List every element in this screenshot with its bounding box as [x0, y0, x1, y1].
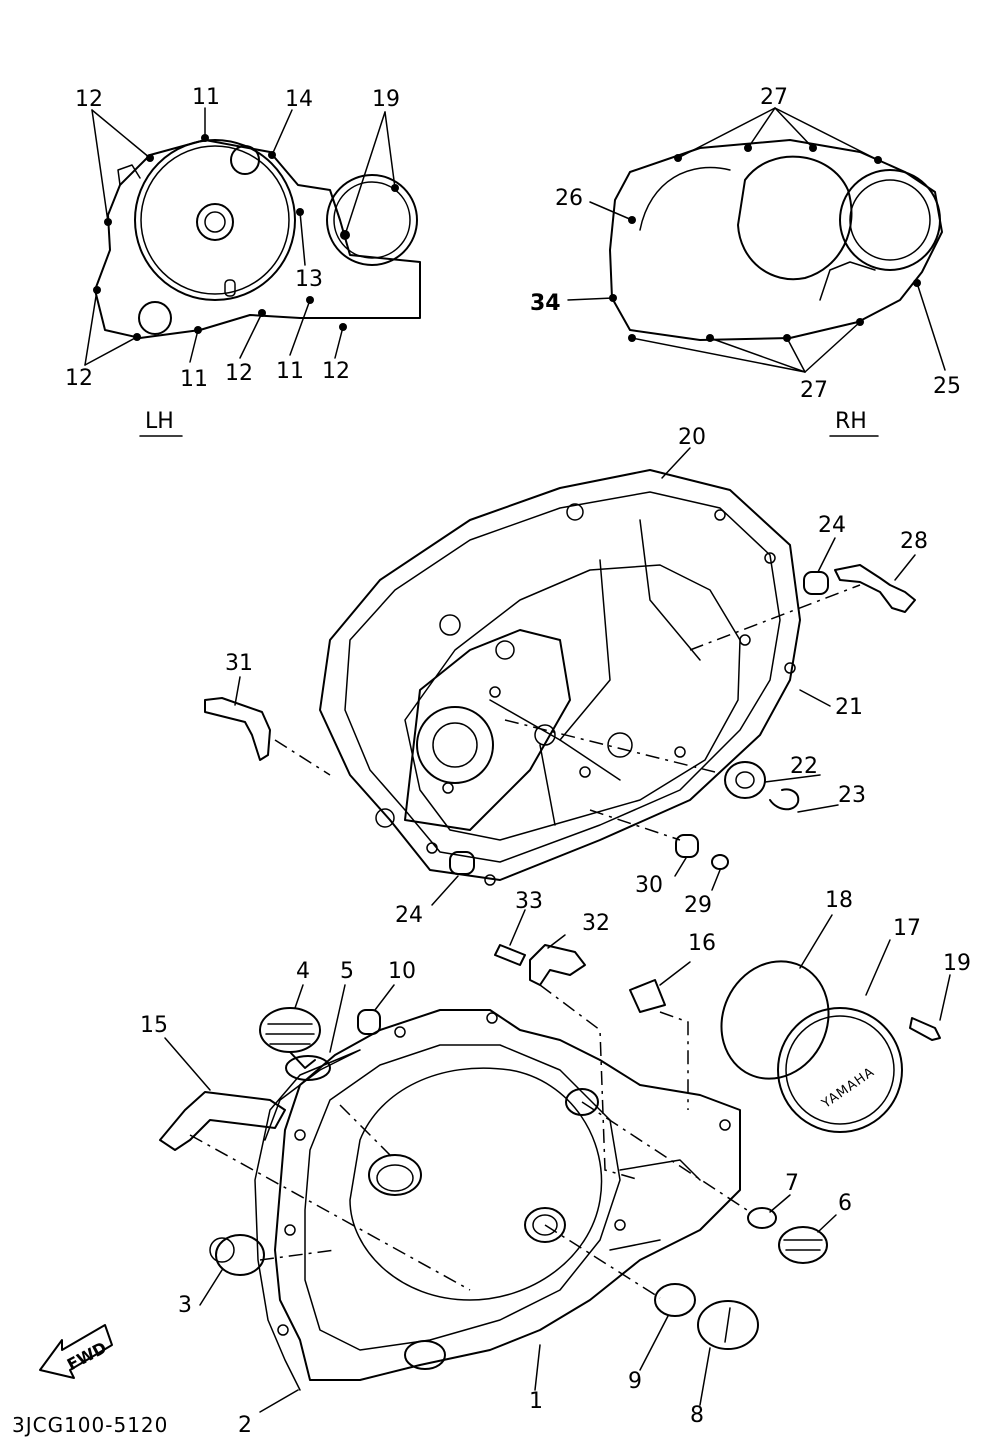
part-3-seal [209, 1234, 265, 1276]
crankcase-body [319, 469, 801, 886]
callout-rh-25: 25 [933, 374, 961, 399]
callout-lh-14: 14 [285, 87, 313, 112]
callout-8: 8 [690, 1403, 704, 1428]
rh-cover-outline [609, 139, 943, 341]
callout-28: 28 [900, 529, 928, 554]
callout-lh-12c: 12 [225, 361, 253, 386]
callout-1: 1 [529, 1389, 543, 1414]
callout-33: 33 [515, 889, 543, 914]
callout-24-upper: 24 [818, 513, 846, 538]
callout-30: 30 [635, 873, 663, 898]
callout-lh-12b: 12 [65, 366, 93, 391]
callout-24-lower: 24 [395, 903, 423, 928]
part-5-oring [285, 1055, 331, 1081]
callout-rh-26: 26 [555, 186, 583, 211]
part-24-dowel-upper [803, 571, 829, 595]
callout-2: 2 [238, 1413, 252, 1438]
callout-5: 5 [340, 959, 354, 984]
callout-lh-12a: 12 [75, 87, 103, 112]
yamaha-logo: YAMAHA [819, 1065, 878, 1113]
part-15-bracket [159, 1091, 286, 1151]
bottom-leader-lines [164, 909, 951, 1413]
callout-19: 19 [943, 951, 971, 976]
part-29-oring [711, 854, 729, 870]
callout-23: 23 [838, 783, 866, 808]
part-23-circlip [769, 788, 800, 811]
fwd-label: FWD [64, 1338, 110, 1374]
callout-lh-12d: 12 [322, 359, 350, 384]
callout-lh-11c: 11 [276, 359, 304, 384]
lh-side-label: LH [145, 409, 174, 434]
callout-lh-11b: 11 [180, 367, 208, 392]
rh-bolt-dots [609, 144, 921, 342]
part-31-bracket [204, 697, 271, 761]
callout-31: 31 [225, 651, 253, 676]
callout-7: 7 [785, 1171, 799, 1196]
callout-32: 32 [582, 911, 610, 936]
middle-leader-lines [234, 447, 916, 906]
part-9-oring [654, 1283, 696, 1317]
callout-18: 18 [825, 888, 853, 913]
part-33-bolt [494, 944, 526, 966]
callout-20: 20 [678, 425, 706, 450]
part-32-clamp [529, 944, 586, 986]
callout-29: 29 [684, 893, 712, 918]
part-24-dowel-lower [449, 851, 475, 875]
rh-leader-lines [567, 107, 946, 373]
callout-10: 10 [388, 959, 416, 984]
callout-22: 22 [790, 754, 818, 779]
callout-4: 4 [296, 959, 310, 984]
callout-lh-13: 13 [295, 267, 323, 292]
part-4-oil-filler-cap [259, 1007, 321, 1069]
callout-9: 9 [628, 1369, 642, 1394]
part-8-cap [697, 1300, 759, 1350]
callout-rh-27b: 27 [800, 378, 828, 403]
callout-lh-19: 19 [372, 87, 400, 112]
part-28-bracket [834, 564, 916, 613]
part-19-bolt [909, 1017, 941, 1041]
callout-21: 21 [835, 695, 863, 720]
callout-rh-34: 34 [530, 291, 561, 316]
callout-6: 6 [838, 1191, 852, 1216]
part-10-dowel [357, 1009, 381, 1035]
rh-side-label: RH [835, 409, 867, 434]
part-22-seal [724, 761, 766, 799]
part-18-oring [720, 960, 830, 1080]
part-7-gasket [747, 1207, 777, 1229]
callout-16: 16 [688, 931, 716, 956]
fwd-arrow-icon: FWD [39, 1324, 113, 1379]
part-30-dowel [675, 834, 699, 858]
callout-15: 15 [140, 1013, 168, 1038]
part-6-plug [778, 1226, 828, 1264]
part-1-crankcase-cover [274, 1009, 741, 1381]
lh-leader-lines [84, 107, 396, 366]
callout-rh-27a: 27 [760, 85, 788, 110]
part-16-sensor [629, 979, 666, 1013]
callout-17: 17 [893, 916, 921, 941]
part-code: 3JCG100-5120 [12, 1413, 168, 1437]
callout-3: 3 [178, 1293, 192, 1318]
callout-lh-11a: 11 [192, 85, 220, 110]
lh-cover-outline [94, 139, 421, 339]
